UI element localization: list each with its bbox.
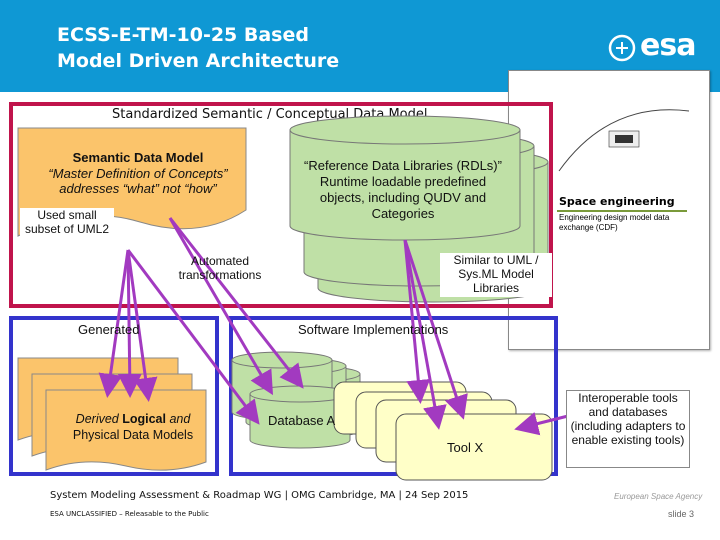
footer-classification: ESA UNCLASSIFIED – Releasable to the Pub… [50, 510, 209, 518]
esa-logo-icon [608, 34, 636, 62]
transformation-arrows [98, 217, 601, 436]
document-divider [557, 210, 687, 212]
derived-models-stack [17, 357, 207, 471]
slide-number: slide 3 [668, 509, 695, 519]
used-small-subset-note: Used small subset of UML2 [20, 208, 114, 251]
derived-and: and [165, 412, 191, 426]
tool-boxes [333, 381, 553, 481]
tool-x-label: Tool X [447, 440, 484, 455]
semantic-model-box [9, 102, 553, 308]
software-implementations-box [229, 316, 558, 476]
document-title: Space engineering [559, 195, 675, 208]
interoperable-tools-note: Interoperable tools and databases (inclu… [566, 390, 690, 468]
derived-models-label: Derived Logical and Physical Data Models [58, 411, 208, 443]
derived-pre: Derived [75, 412, 123, 426]
footer-event: System Modeling Assessment & Roadmap WG … [50, 490, 469, 501]
semantic-model-subtitle: “Master Definition of Concepts” addresse… [48, 166, 228, 196]
generated-box [9, 316, 219, 476]
database-a-label: Database A [268, 413, 336, 428]
footer-agency-logo: European Space Agency [614, 492, 703, 501]
document-decoration [558, 109, 690, 172]
rdl-description: “Reference Data Libraries (RDLs)” Runtim… [304, 158, 502, 221]
document-subtitle: Engineering design model data exchange (… [559, 213, 670, 232]
software-implementations-label: Software Implementations [298, 322, 449, 337]
slide-title: ECSS-E-TM-10-25 Based Model Driven Archi… [57, 24, 340, 72]
esa-logo-text: esa [640, 28, 696, 63]
similar-uml-note: Similar to UML / Sys.ML Model Libraries [440, 253, 552, 297]
generated-label: Generated [78, 322, 140, 337]
derived-line2: Physical Data Models [72, 428, 194, 442]
derived-logical: Logical [122, 412, 166, 426]
automated-transformations-label: Automated transformations [178, 254, 262, 282]
semantic-model-title: Semantic Data Model [72, 150, 204, 165]
